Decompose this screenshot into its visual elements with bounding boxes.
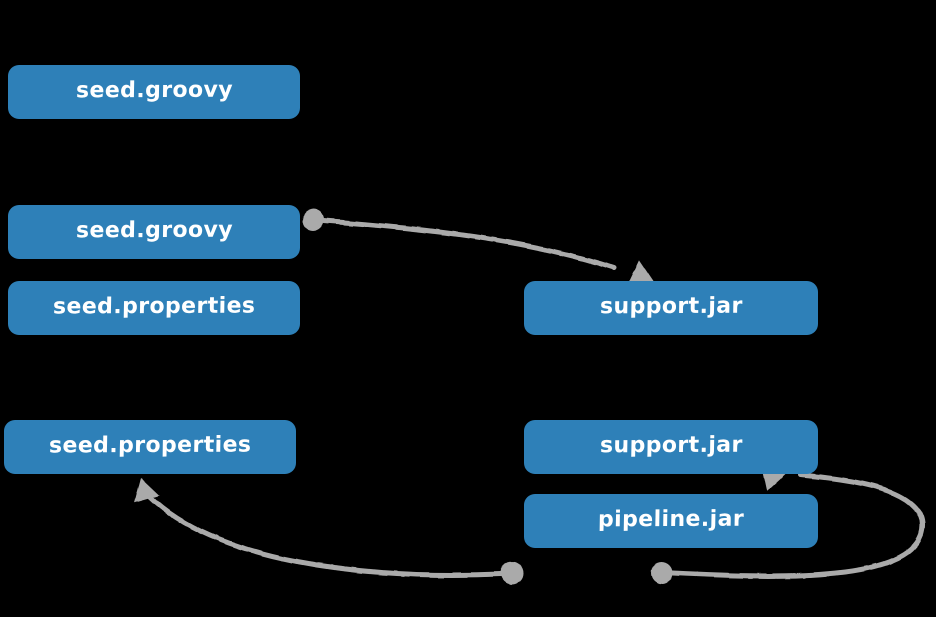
node-label: seed.properties xyxy=(48,432,252,459)
node-seed-properties-bottom[interactable]: seed.properties xyxy=(4,420,296,474)
node-pipeline-jar-bottom[interactable]: pipeline.jar xyxy=(524,494,818,548)
node-label: seed.properties xyxy=(52,293,256,320)
edge-path xyxy=(321,218,617,271)
node-label: support.jar xyxy=(599,293,743,320)
node-label: support.jar xyxy=(599,432,743,459)
node-support-jar-bottom[interactable]: support.jar xyxy=(524,420,818,474)
node-seed-groovy-top[interactable]: seed.groovy xyxy=(8,65,300,119)
edge-arrowhead-icon xyxy=(134,478,160,503)
node-label: seed.groovy xyxy=(75,217,233,244)
edge-path xyxy=(147,494,504,578)
node-seed-properties-mid[interactable]: seed.properties xyxy=(8,281,300,335)
edge-source-dot xyxy=(302,209,324,231)
edge-pipeline-jar-to-seed-properties xyxy=(134,478,523,584)
node-support-jar-mid[interactable]: support.jar xyxy=(524,281,818,335)
edge-source-dot xyxy=(651,562,673,584)
edge-source-dot xyxy=(501,562,523,584)
node-label: pipeline.jar xyxy=(597,506,745,533)
node-seed-groovy-mid[interactable]: seed.groovy xyxy=(8,205,300,259)
node-label: seed.groovy xyxy=(75,77,233,104)
